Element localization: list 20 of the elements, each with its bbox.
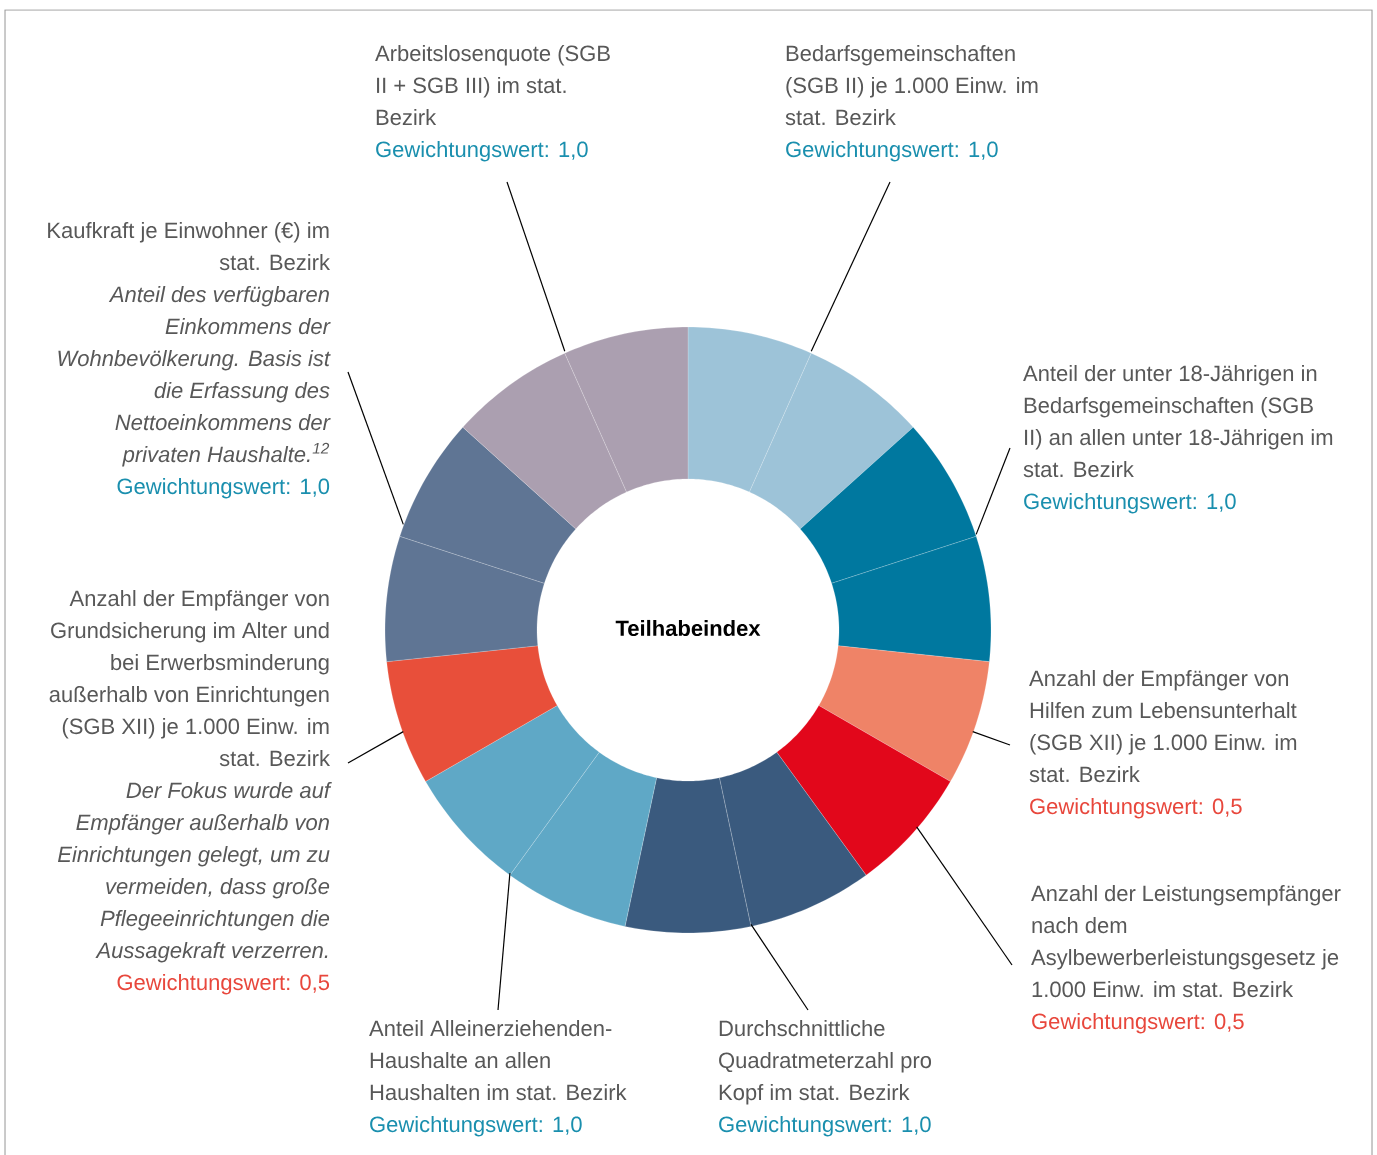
text-label: Anteil der unter 18-Jährigen in Bedarfsgemeinschaften (SGB II) an allen unter 18-Jährigen im stat. Bezirk Gewichtungswert: 1,0: [1023, 365, 1333, 514]
text-label: Kaufkraft je Einwohner (€) im stat. Bezirk Anteil des verfügbaren Einkommens der Wohnbevölkerung. Basis ist die Erfassung des Nettoeinkommens der privaten Haushalte.$^{12}$ Gewichtungswert: 1,0: [48, 222, 331, 499]
text-label: Anteil Alleinerziehenden-Haushalte an allen Haushalten im stat. Bezirk Gewichtungswert: 1,0: [369, 1020, 627, 1137]
node-label: Teilhabeindex: [615, 619, 761, 637]
text-label: Anzahl der Leistungsempfänger nach dem Asylbewerberleistungsgesetz je 1.000 Einw. im stat. Bezirk Gewichtungswert: 0,5: [1031, 885, 1341, 1034]
leader-line: [506, 181, 566, 352]
text-label: Arbeitslosenquote (SGB II + SGB III) im stat. Bezirk Gewichtungswert: 1,0: [375, 45, 610, 162]
leader-line: [497, 872, 511, 1011]
leader-line: [916, 826, 1013, 966]
text-label: Durchschnittliche Quadratmeterzahl pro Kopf im stat. Bezirk Gewichtungswert: 1,0: [719, 1020, 932, 1137]
leader-line: [810, 181, 891, 352]
leader-line: [975, 447, 1011, 535]
text-label: Anzahl der Empfänger von Hilfen zum Lebensunterhalt (SGB XII) je 1.000 Einw. im stat. Bezirk Gewichtungswert: 0,5: [1029, 670, 1297, 819]
text-label: Anzahl der Empfänger von Grundsicherung im Alter und bei Erwerbsminderung außerhalb von Einrichtungen (SGB XII) je 1.000 Einw. im stat. Bezirk Der Fokus wurde auf Empfänger außerhalb von Einrichtungen gelegt, um zu vermeiden, dass große Pflegeeinrichtungen die Aussagekraft verzerren. Gewichtungswert: 0,5: [49, 590, 332, 995]
leader-line: [750, 923, 809, 1011]
leader-line: [347, 371, 404, 525]
donut-ring: Teilhabeindex: [384, 326, 992, 934]
text-label: Bedarfsgemeinschaften (SGB II) je 1.000 Einw. im stat. Bezirk Gewichtungswert: 1,0: [785, 45, 1038, 162]
leader-line: [972, 731, 1011, 746]
leader-line: [347, 731, 404, 764]
